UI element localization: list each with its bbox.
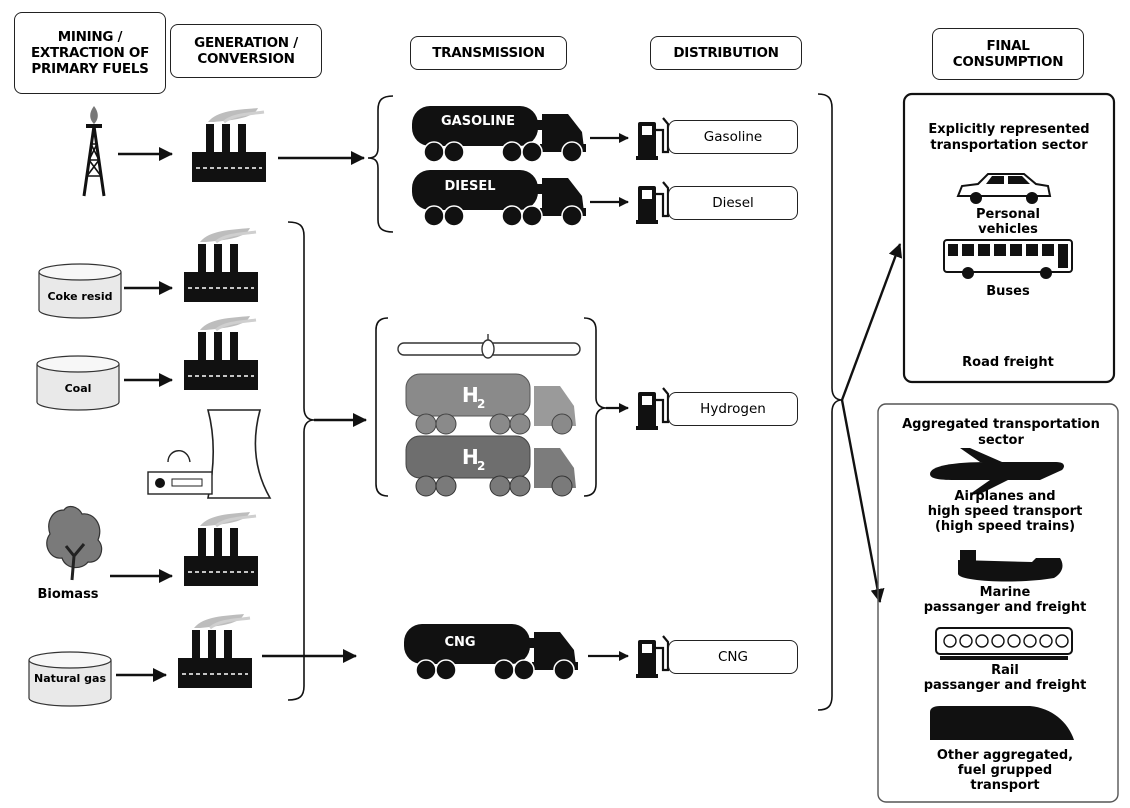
buses-label: Buses [986,284,1030,299]
bracket-hydrogen-sources [287,221,315,701]
station-hydrogen-label: Hydrogen [700,401,766,417]
hydrogen-pipeline-icon [397,334,581,359]
airplane-icon [930,448,1064,494]
hydrogen-tanker-truck-2-icon: H 2 [405,435,576,497]
svg-text:DIESEL: DIESEL [444,179,495,194]
natural-gas-label: Natural gas [34,672,106,685]
svg-text:CNG: CNG [444,635,475,650]
station-cng-label: CNG [718,649,748,665]
biomass-label: Biomass [37,587,98,602]
bracket-liquid-fuels [367,95,394,233]
station-gasoline-label: Gasoline [703,129,763,145]
explicit-sector-panel [902,92,1116,384]
coke-resid-label: Coke resid [47,290,112,303]
svg-text:GASOLINE: GASOLINE [441,114,515,129]
oil-derrick-icon [82,106,106,197]
header-final-consumption: FINAL CONSUMPTION [932,28,1084,80]
arrow-to-aggregated-sector [840,399,885,603]
svg-text:2: 2 [477,459,485,473]
aggregated-sector-title: Aggregated transportation sector [902,417,1100,448]
cng-tanker-truck-icon: CNG [403,623,579,681]
header-distribution: DISTRIBUTION [650,36,802,70]
station-hydrogen: Hydrogen [668,392,798,426]
arrow-to-explicit-sector [840,243,903,401]
other-aggregated-label: Other aggregated, fuel grupped transport [936,748,1074,793]
header-mining: MINING / EXTRACTION OF PRIMARY FUELS [14,12,166,94]
svg-text:H: H [462,383,479,407]
nuclear-plant-icon [147,409,272,499]
station-gasoline: Gasoline [668,120,798,154]
station-cng: CNG [668,640,798,674]
bracket-distribution [817,93,843,711]
train-icon [935,627,1073,660]
personal-vehicles-label: Personal vehicles [976,207,1040,237]
biomass-plant-factory-icon [182,510,260,588]
station-diesel: Diesel [668,186,798,220]
cng-pump-icon [634,634,670,680]
svg-text:H: H [462,445,479,469]
marine-label: Marine passanger and freight [923,585,1087,615]
aggregated-sector-panel [877,403,1119,803]
header-transmission: TRANSMISSION [410,36,567,70]
road-freight-label: Road freight [962,355,1054,370]
header-generation: GENERATION / CONVERSION [170,24,322,78]
bus-icon [943,239,1073,279]
bracket-hydrogen-transmission-left [375,317,389,497]
airplanes-label: Airplanes and high speed transport (high… [927,489,1083,534]
diesel-pump-icon [634,180,670,226]
car-icon [956,173,1052,204]
gasoline-pump-icon [634,116,670,162]
high-speed-train-icon [930,706,1074,740]
station-diesel-label: Diesel [712,195,754,211]
ship-icon [958,550,1063,582]
diesel-tanker-truck-icon: DIESEL [411,169,587,227]
biomass-tree-icon [46,505,103,581]
coal-plant-factory-icon [182,314,260,392]
hydrogen-pump-icon [634,386,670,432]
refinery-factory-icon [190,106,268,184]
explicit-sector-title: Explicitly represented transportation se… [928,122,1090,153]
natgas-plant-factory-icon [176,612,254,690]
coal-label: Coal [65,382,92,395]
hydrogen-tanker-truck-1-icon: H 2 [405,373,576,435]
bracket-hydrogen-transmission-right [583,317,607,497]
svg-text:2: 2 [477,397,485,411]
coke-plant-factory-icon [182,226,260,304]
rail-label: Rail passanger and freight [923,663,1087,693]
gasoline-tanker-truck-icon: GASOLINE [411,105,587,163]
